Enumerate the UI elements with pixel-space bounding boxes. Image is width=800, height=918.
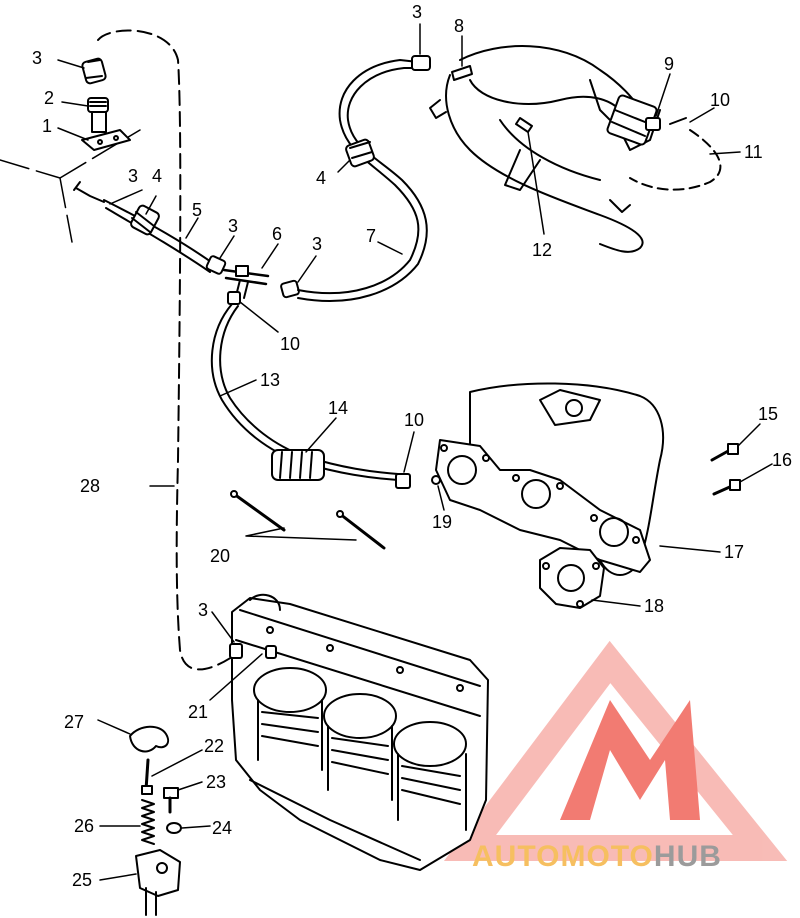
hose-7 (297, 59, 420, 295)
spring-26 (141, 799, 155, 845)
callout-19: 19 (432, 512, 452, 532)
logo-word-auto: AUTO (472, 840, 560, 873)
callout-3f: 3 (198, 600, 208, 620)
gasket-27 (129, 725, 170, 753)
nipple-12 (515, 117, 533, 133)
callout-10c: 10 (404, 410, 424, 430)
callout-14: 14 (328, 398, 348, 418)
sleeve-14 (271, 449, 325, 481)
hose-5 (103, 199, 215, 265)
callout-23: 23 (206, 772, 226, 792)
callout-6: 6 (272, 224, 282, 244)
callout-1: 1 (42, 116, 52, 136)
callout-11: 11 (744, 142, 763, 162)
fitting-3-top (411, 55, 431, 71)
logo-word-hub: HUB (654, 840, 722, 873)
callout-4a: 4 (152, 166, 162, 186)
screws-20 (230, 490, 386, 550)
bolt-15 (710, 443, 739, 462)
valve-2 (87, 97, 109, 133)
callout-16: 16 (772, 450, 792, 470)
cylinder-block (231, 593, 489, 871)
callout-18: 18 (644, 596, 664, 616)
logo-m-shape (560, 700, 700, 820)
fitting-3-top-left (81, 57, 107, 85)
fitting-21 (265, 645, 277, 659)
callout-3d: 3 (312, 234, 322, 254)
callout-15: 15 (758, 404, 778, 424)
fitting-3-mid-right (280, 279, 300, 299)
stud-19 (431, 475, 441, 485)
dashed-hose-28 (97, 29, 236, 671)
clip-9 (645, 117, 661, 131)
clamp-4-upper (345, 138, 375, 168)
fitting-3-block (229, 643, 243, 659)
callout-2: 2 (44, 88, 54, 108)
frame-reference-lines (0, 129, 141, 243)
fitting-10-right (395, 473, 411, 489)
watermark-logo: AUTOMOTOHUB (443, 640, 788, 873)
callout-25: 25 (72, 870, 92, 890)
manifold-gasket (435, 439, 651, 573)
fitting-3-mid-left (205, 255, 227, 275)
callout-3b: 3 (128, 166, 138, 186)
bolt-16 (712, 479, 741, 496)
callout-3a: 3 (32, 48, 42, 68)
dashed-hose-11 (629, 129, 722, 191)
clip-10-upper (669, 117, 687, 125)
callout-13: 13 (260, 370, 280, 390)
callout-3c: 3 (228, 216, 238, 236)
callout-8: 8 (454, 16, 464, 36)
nipple-left (73, 181, 105, 203)
callout-12: 12 (532, 240, 552, 260)
logo-word-moto: MOTO (560, 840, 653, 873)
housing-25 (135, 849, 181, 916)
bolt-23 (163, 787, 179, 814)
exhaust-pipe-assembly (429, 45, 661, 253)
callout-22: 22 (204, 736, 224, 756)
leader-lines (57, 23, 773, 881)
bracket-1 (81, 129, 131, 151)
callout-24: 24 (212, 818, 232, 838)
logo-wordmark: AUTOMOTOHUB (472, 840, 722, 873)
callout-10b: 10 (280, 334, 300, 354)
clamp-4-left (130, 204, 160, 236)
callout-9: 9 (664, 54, 674, 74)
hose-13 (210, 303, 399, 481)
callout-20: 20 (210, 546, 230, 566)
washer-24 (166, 822, 182, 834)
callout-26: 26 (74, 816, 94, 836)
callout-27: 27 (64, 712, 84, 732)
nipple-8 (451, 65, 473, 81)
fitting-10-top (227, 291, 241, 305)
callout-5: 5 (192, 200, 202, 220)
callout-28: 28 (80, 476, 100, 496)
callout-4b: 4 (316, 168, 326, 188)
callout-3e: 3 (412, 2, 422, 22)
flange-gasket-18 (539, 547, 605, 609)
callout-21: 21 (188, 702, 208, 722)
callout-10a: 10 (710, 90, 730, 110)
callout-labels: 3 2 1 3 4 5 3 6 3 7 3 8 4 9 10 11 12 10 … (32, 2, 792, 890)
line-art (0, 23, 773, 916)
callout-17: 17 (724, 542, 744, 562)
callout-7: 7 (366, 226, 376, 246)
